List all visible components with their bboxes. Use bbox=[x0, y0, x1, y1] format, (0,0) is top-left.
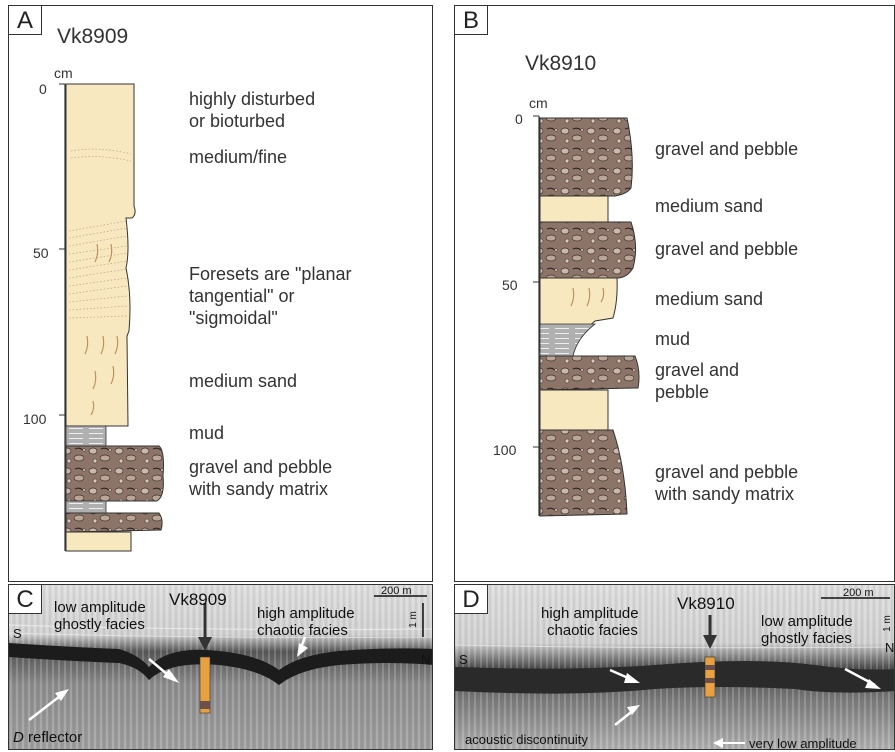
annotation-low-amp-1: low amplitude bbox=[54, 599, 146, 616]
scale-horizontal: 200 m bbox=[843, 587, 874, 599]
depth-tick-0: 0 bbox=[515, 111, 523, 127]
annotation-low-amp-2: ghostly facies bbox=[54, 616, 145, 633]
desc-a-10: with sandy matrix bbox=[189, 479, 329, 499]
depth-tick-50: 50 bbox=[33, 245, 49, 261]
desc-b-2: medium sand bbox=[655, 196, 764, 216]
annotation-high-amp-1: high amplitude bbox=[541, 605, 639, 622]
depth-tick-100: 100 bbox=[23, 411, 47, 427]
south-label: S bbox=[13, 626, 22, 641]
depth-tick-100: 100 bbox=[493, 442, 517, 458]
annotation-very-low-amp: very low amplitude bbox=[749, 736, 857, 750]
annotation-low-amp-1: low amplitude bbox=[761, 613, 853, 630]
annotation-low-amp-2: ghostly facies bbox=[761, 630, 852, 647]
desc-b-8: gravel and pebble bbox=[655, 462, 799, 482]
desc-b-5: mud bbox=[655, 329, 691, 349]
seismic-profile-c bbox=[9, 585, 432, 749]
core-log-b bbox=[533, 115, 640, 517]
panel-label: A bbox=[9, 6, 42, 35]
core-title: Vk8910 bbox=[525, 52, 597, 75]
core-label: Vk8910 bbox=[677, 594, 735, 613]
depth-unit: cm bbox=[54, 65, 73, 81]
desc-b-7: pebble bbox=[655, 382, 710, 402]
annotation-high-amp-1: high amplitude bbox=[257, 605, 355, 622]
desc-b-4: medium sand bbox=[655, 289, 764, 309]
desc-b-1: gravel and pebble bbox=[655, 139, 799, 159]
panel-label: D bbox=[455, 585, 488, 614]
desc-a-5: tangential" or bbox=[189, 286, 295, 306]
scale-vertical: 1 m bbox=[407, 611, 419, 628]
core-title: Vk8909 bbox=[57, 25, 129, 48]
annotation-discontinuity: acoustic discontinuity bbox=[465, 732, 588, 747]
desc-a-8: mud bbox=[189, 423, 225, 443]
annotation-reflector: D reflector bbox=[13, 729, 82, 746]
desc-a-7: medium sand bbox=[189, 371, 298, 391]
desc-b-9: with sandy matrix bbox=[655, 484, 795, 504]
scale-vertical: 1 m bbox=[881, 615, 893, 632]
desc-a-3: medium/fine bbox=[189, 147, 288, 167]
desc-a-9: gravel and pebble bbox=[189, 457, 333, 477]
depth-tick-50: 50 bbox=[502, 277, 518, 293]
desc-b-6: gravel and bbox=[655, 360, 740, 380]
panel-c: C 200 m 1 m S N Vk8909 low amplitude gho… bbox=[8, 584, 433, 750]
panel-label: C bbox=[9, 585, 42, 614]
core-log-a bbox=[59, 83, 164, 552]
desc-b-3: gravel and pebble bbox=[655, 239, 799, 259]
desc-a-6: "sigmoidal" bbox=[189, 308, 278, 328]
reflector-letter: D bbox=[13, 729, 24, 746]
depth-tick-0: 0 bbox=[39, 81, 47, 97]
scale-horizontal: 200 m bbox=[381, 585, 412, 597]
desc-a-2: or bioturbed bbox=[189, 111, 286, 131]
panel-d: D 200 m 1 m S N Vk8910 high amplitude ch… bbox=[454, 584, 895, 750]
desc-a-1: highly disturbed bbox=[189, 89, 316, 109]
south-label: S bbox=[459, 652, 468, 667]
seismic-profile-d bbox=[455, 585, 894, 749]
north-label: N bbox=[885, 640, 895, 655]
annotation-high-amp-2: chaotic facies bbox=[547, 622, 638, 639]
panel-a: A Vk8909 cm 0 50 100 bbox=[8, 5, 433, 582]
panel-label: B bbox=[455, 6, 488, 35]
panel-b: B Vk8910 cm 0 50 100 bbox=[454, 5, 895, 582]
annotation-high-amp-2: chaotic facies bbox=[257, 622, 348, 639]
reflector-word: reflector bbox=[23, 729, 83, 746]
desc-a-4: Foresets are "planar bbox=[189, 264, 352, 284]
core-label: Vk8909 bbox=[169, 590, 227, 609]
depth-unit: cm bbox=[529, 95, 548, 111]
north-label: N bbox=[421, 652, 431, 667]
